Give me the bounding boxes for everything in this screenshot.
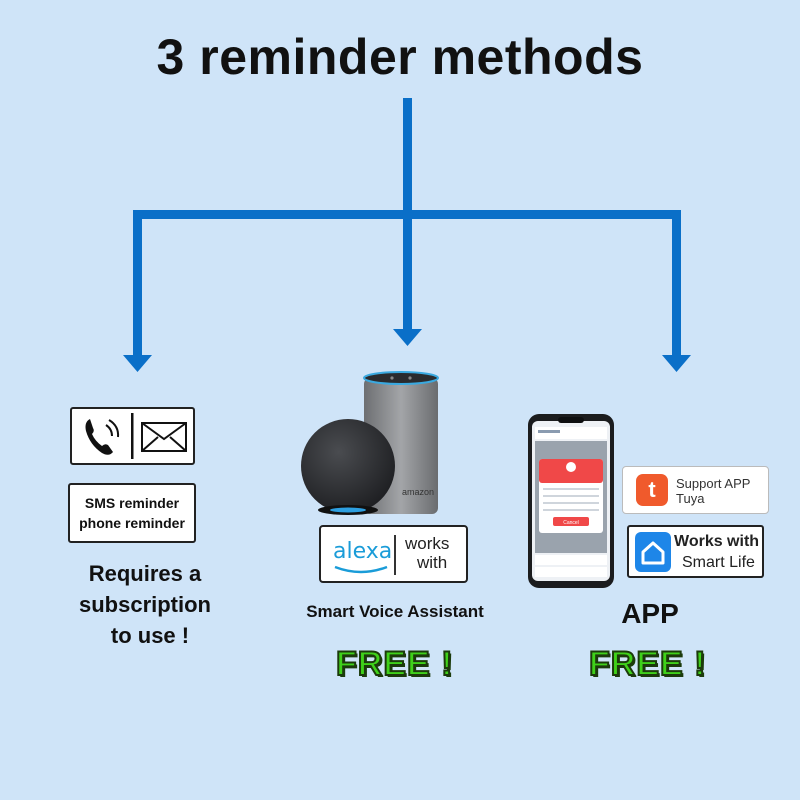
alexa-smile-icon <box>334 565 388 574</box>
amazon-logo: amazon <box>402 487 434 497</box>
works-with-line: Works with <box>674 533 760 550</box>
page-title: 3 reminder methods <box>156 29 644 85</box>
tuya-line: Tuya <box>676 491 705 506</box>
left-drop-line <box>133 210 142 358</box>
note-line-2: subscription <box>78 592 211 617</box>
tuya-badge-text: Support APP Tuya <box>676 476 750 506</box>
middle-arrowhead <box>393 329 422 346</box>
smart-life-line: Smart Life <box>682 554 755 571</box>
trunk-line <box>403 98 412 214</box>
right-arrowhead <box>662 355 691 372</box>
free-label-app: FREE ! <box>588 644 707 684</box>
alexa-badge: alexa works with <box>319 525 468 583</box>
with-line: with <box>417 553 448 572</box>
tuya-badge: t Support APP Tuya <box>622 466 769 514</box>
sms-label-box: SMS reminder phone reminder <box>68 483 196 543</box>
smart-life-home-icon <box>635 532 671 572</box>
smart-life-badge-text: Works with Smart Life <box>674 531 759 573</box>
dialog-cancel-button: Cancel <box>563 520 579 526</box>
smart-life-badge: Works with Smart Life <box>627 525 764 578</box>
alarm-dialog: Cancel <box>539 459 603 533</box>
echo-dot-speaker <box>301 419 395 515</box>
alexa-badge-divider <box>394 535 396 575</box>
note-line-3: to use ! <box>110 623 190 648</box>
left-arrowhead <box>123 355 152 372</box>
alexa-logo: alexa <box>333 539 393 564</box>
smartphone-image: Cancel <box>528 414 614 588</box>
works-with-text: works with <box>405 534 449 572</box>
middle-drop-line <box>403 214 412 332</box>
tuya-logo-icon: t <box>636 474 668 506</box>
free-label-voice: FREE ! <box>335 644 454 684</box>
smart-speakers-image: amazon <box>301 371 439 515</box>
voice-assistant-caption: Smart Voice Assistant <box>306 602 484 621</box>
envelope-icon <box>141 422 187 452</box>
note-line-1: Requires a <box>88 561 202 586</box>
works-line: works <box>405 534 450 553</box>
sms-label-line: SMS reminder <box>84 495 180 511</box>
right-drop-line <box>672 210 681 358</box>
phone-label-line: phone reminder <box>79 515 185 531</box>
icon-divider <box>131 413 134 459</box>
subscription-note: Requires a subscription to use ! <box>40 558 250 651</box>
phone-icon <box>85 419 120 455</box>
contact-icons-box <box>70 407 195 465</box>
app-caption: APP <box>621 598 679 629</box>
support-app-line: Support APP <box>676 476 751 491</box>
